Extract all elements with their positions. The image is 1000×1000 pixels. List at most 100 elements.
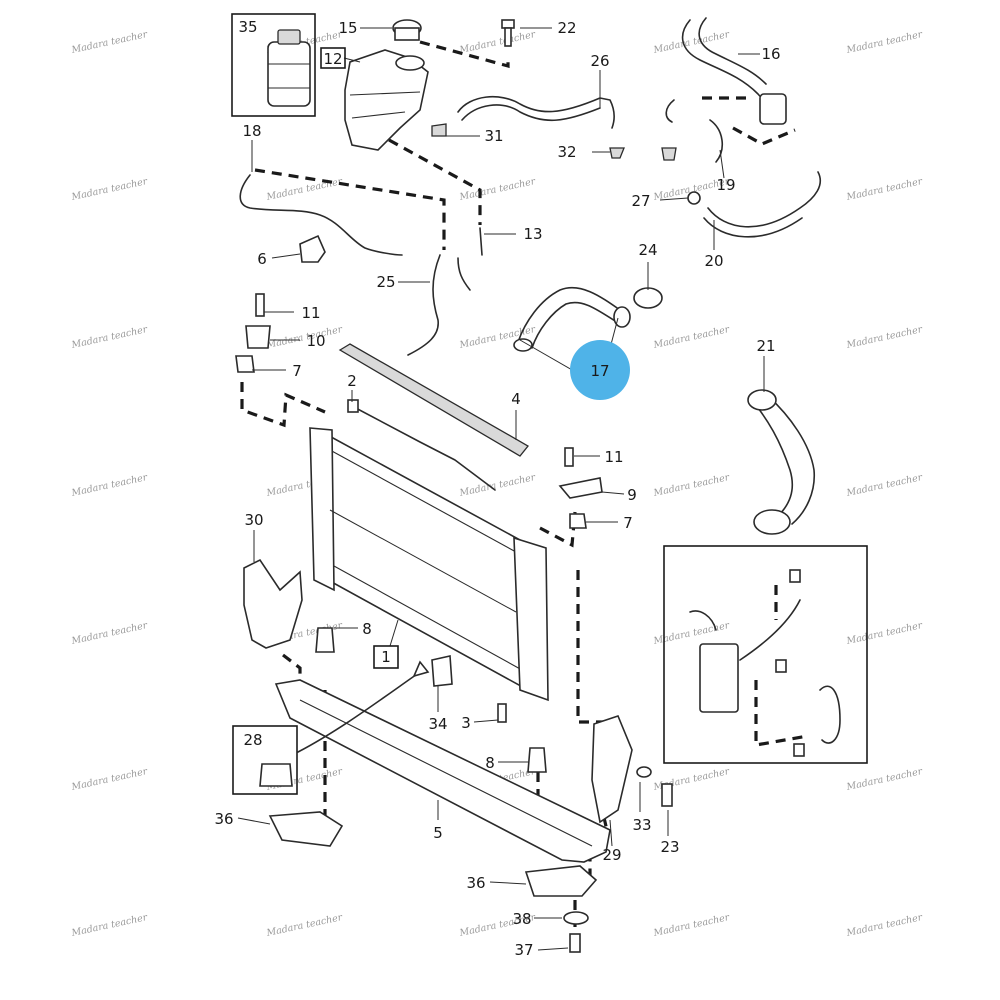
part-11-bolt-upper [255,293,265,317]
callout-11-right: 11 [604,448,623,466]
part-16-pipe-assembly [681,17,787,125]
callout-5: 5 [433,824,443,842]
part-32-clamp [609,147,625,159]
part-2-sensor-wire [351,405,496,491]
watermark-text: Madara teacher [458,176,538,203]
callout-36-lower: 36 [466,874,485,892]
part-36-bracket-lower [524,865,598,897]
watermark-text: Madara teacher [652,912,732,939]
part-15-expansion-cap [392,19,422,41]
callout-13: 13 [523,225,542,243]
callout-16: 16 [761,45,780,63]
part-25-hose [407,254,441,356]
part-34-mount [431,655,453,687]
callout-box-12 [320,47,346,69]
part-23-bolt [661,783,673,807]
callout-12: 12 [323,50,342,68]
part-24-clamp [633,287,663,309]
part-29-bracket [591,715,633,824]
part-4-seal-strip [338,343,529,457]
part-8-mount-lower [527,747,547,773]
part-22-bolt [501,19,515,47]
watermark-text: Madara teacher [265,324,345,351]
oil-cooler-parts [689,569,841,757]
part-21-hose [747,389,816,535]
callout-21: 21 [756,337,775,355]
watermark-text: Madara teacher [845,912,925,939]
part-37-bolt [569,933,581,953]
watermark-text: Madara teacher [652,472,732,499]
callout-8-lower: 8 [485,754,495,772]
watermark-text: Madara teacher [265,912,345,939]
callout-26: 26 [590,52,609,70]
part-33-washer [636,766,652,778]
part-38-washer [563,911,589,925]
inset-box-28 [232,725,298,795]
callout-17: 17 [590,362,609,380]
watermark-text: Madara teacher [70,324,150,351]
part-3-plug [497,703,507,723]
callout-37: 37 [514,941,533,959]
callout-labels: 35 15 22 12 16 26 18 31 32 27 19 13 6 24… [214,18,780,959]
callout-box-1 [373,645,399,669]
part-30-bracket [243,558,303,649]
callout-34: 34 [428,715,447,733]
callout-22: 22 [557,19,576,37]
callout-38: 38 [512,910,531,928]
callout-24: 24 [638,241,657,259]
callout-36-left: 36 [214,810,233,828]
watermark-text: Madara teacher [845,29,925,56]
callout-10: 10 [306,332,325,350]
callout-27: 27 [631,192,650,210]
part-6-clip [299,234,326,263]
watermark-text: Madara teacher [845,620,925,647]
part-31-clip [431,123,447,137]
callout-20: 20 [704,252,723,270]
callout-6: 6 [257,250,267,268]
callout-25: 25 [376,273,395,291]
inset-box-oil-cooler [663,545,868,764]
inset-28-arrow [297,671,421,753]
callout-33: 33 [632,816,651,834]
part-9-bracket [558,477,603,499]
part-13-pipe [479,227,483,256]
part-27-clamp [661,147,677,161]
callout-23: 23 [660,838,679,856]
callout-11-upper: 11 [301,304,320,322]
part-19-hose [709,119,723,163]
callout-32: 32 [557,143,576,161]
watermark-text: Madara teacher [70,912,150,939]
callout-7-right: 7 [623,514,633,532]
part-7-rubber-right [569,513,587,529]
leader-lines [237,27,765,951]
watermark-text: Madara teacher [265,176,345,203]
watermark-text: Madara teacher [458,29,538,56]
callout-19: 19 [716,176,735,194]
part-12-expansion-tank [344,49,429,151]
callout-28: 28 [243,731,262,749]
callout-8-upper: 8 [362,620,372,638]
callout-9: 9 [627,486,637,504]
watermark-text: Madara teacher [70,29,150,56]
part-20-hose [707,171,822,228]
callout-30: 30 [244,511,263,529]
callout-31: 31 [484,127,503,145]
watermark-text: Madara teacher [652,29,732,56]
part-1-radiator [309,427,549,702]
watermark-text: Madara teacher [70,176,150,203]
part-27-hose-end [665,99,675,123]
part-5-lower-shield [274,679,611,863]
part-28-mount [259,763,293,787]
highlight-circle-17 [570,340,630,400]
part-18-hose [239,174,403,256]
part-8-mount-left [315,627,335,653]
watermark-text: Madara teacher [458,472,538,499]
part-35-coolant-bottle [267,29,311,107]
watermark-text: Madara teacher [70,620,150,647]
part-10-bracket [245,325,271,349]
callout-1: 1 [381,648,391,666]
part-7-rubber-upper [235,355,255,373]
callout-18: 18 [242,122,261,140]
part-11-bolt-right [564,447,574,467]
